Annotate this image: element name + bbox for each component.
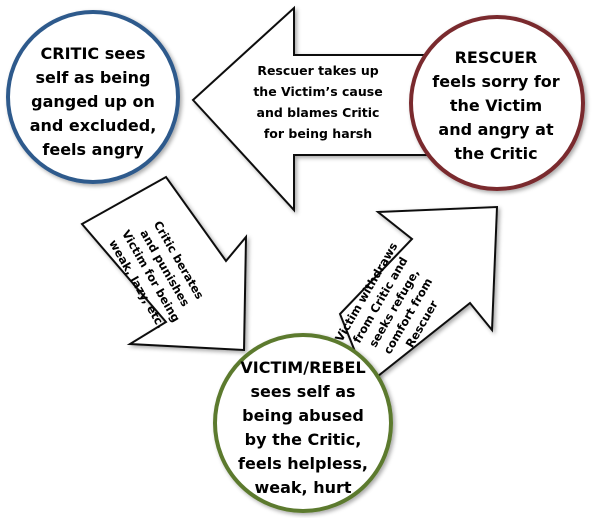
rescuer-text: RESCUER feels sorry for the Victim and a…	[432, 48, 560, 163]
rescuer-circle	[409, 15, 585, 191]
critic-text: CRITIC sees self as being ganged up on a…	[29, 44, 157, 159]
critic-to-victim-arrow	[80, 175, 248, 352]
critic-circle	[6, 10, 180, 184]
victim-circle	[213, 333, 393, 513]
rescuer-to-critic-text: Rescuer takes up the Victim’s cause and …	[253, 63, 383, 141]
victim-rebel-text: VICTIM/REBEL sees self as being abused b…	[238, 358, 368, 497]
